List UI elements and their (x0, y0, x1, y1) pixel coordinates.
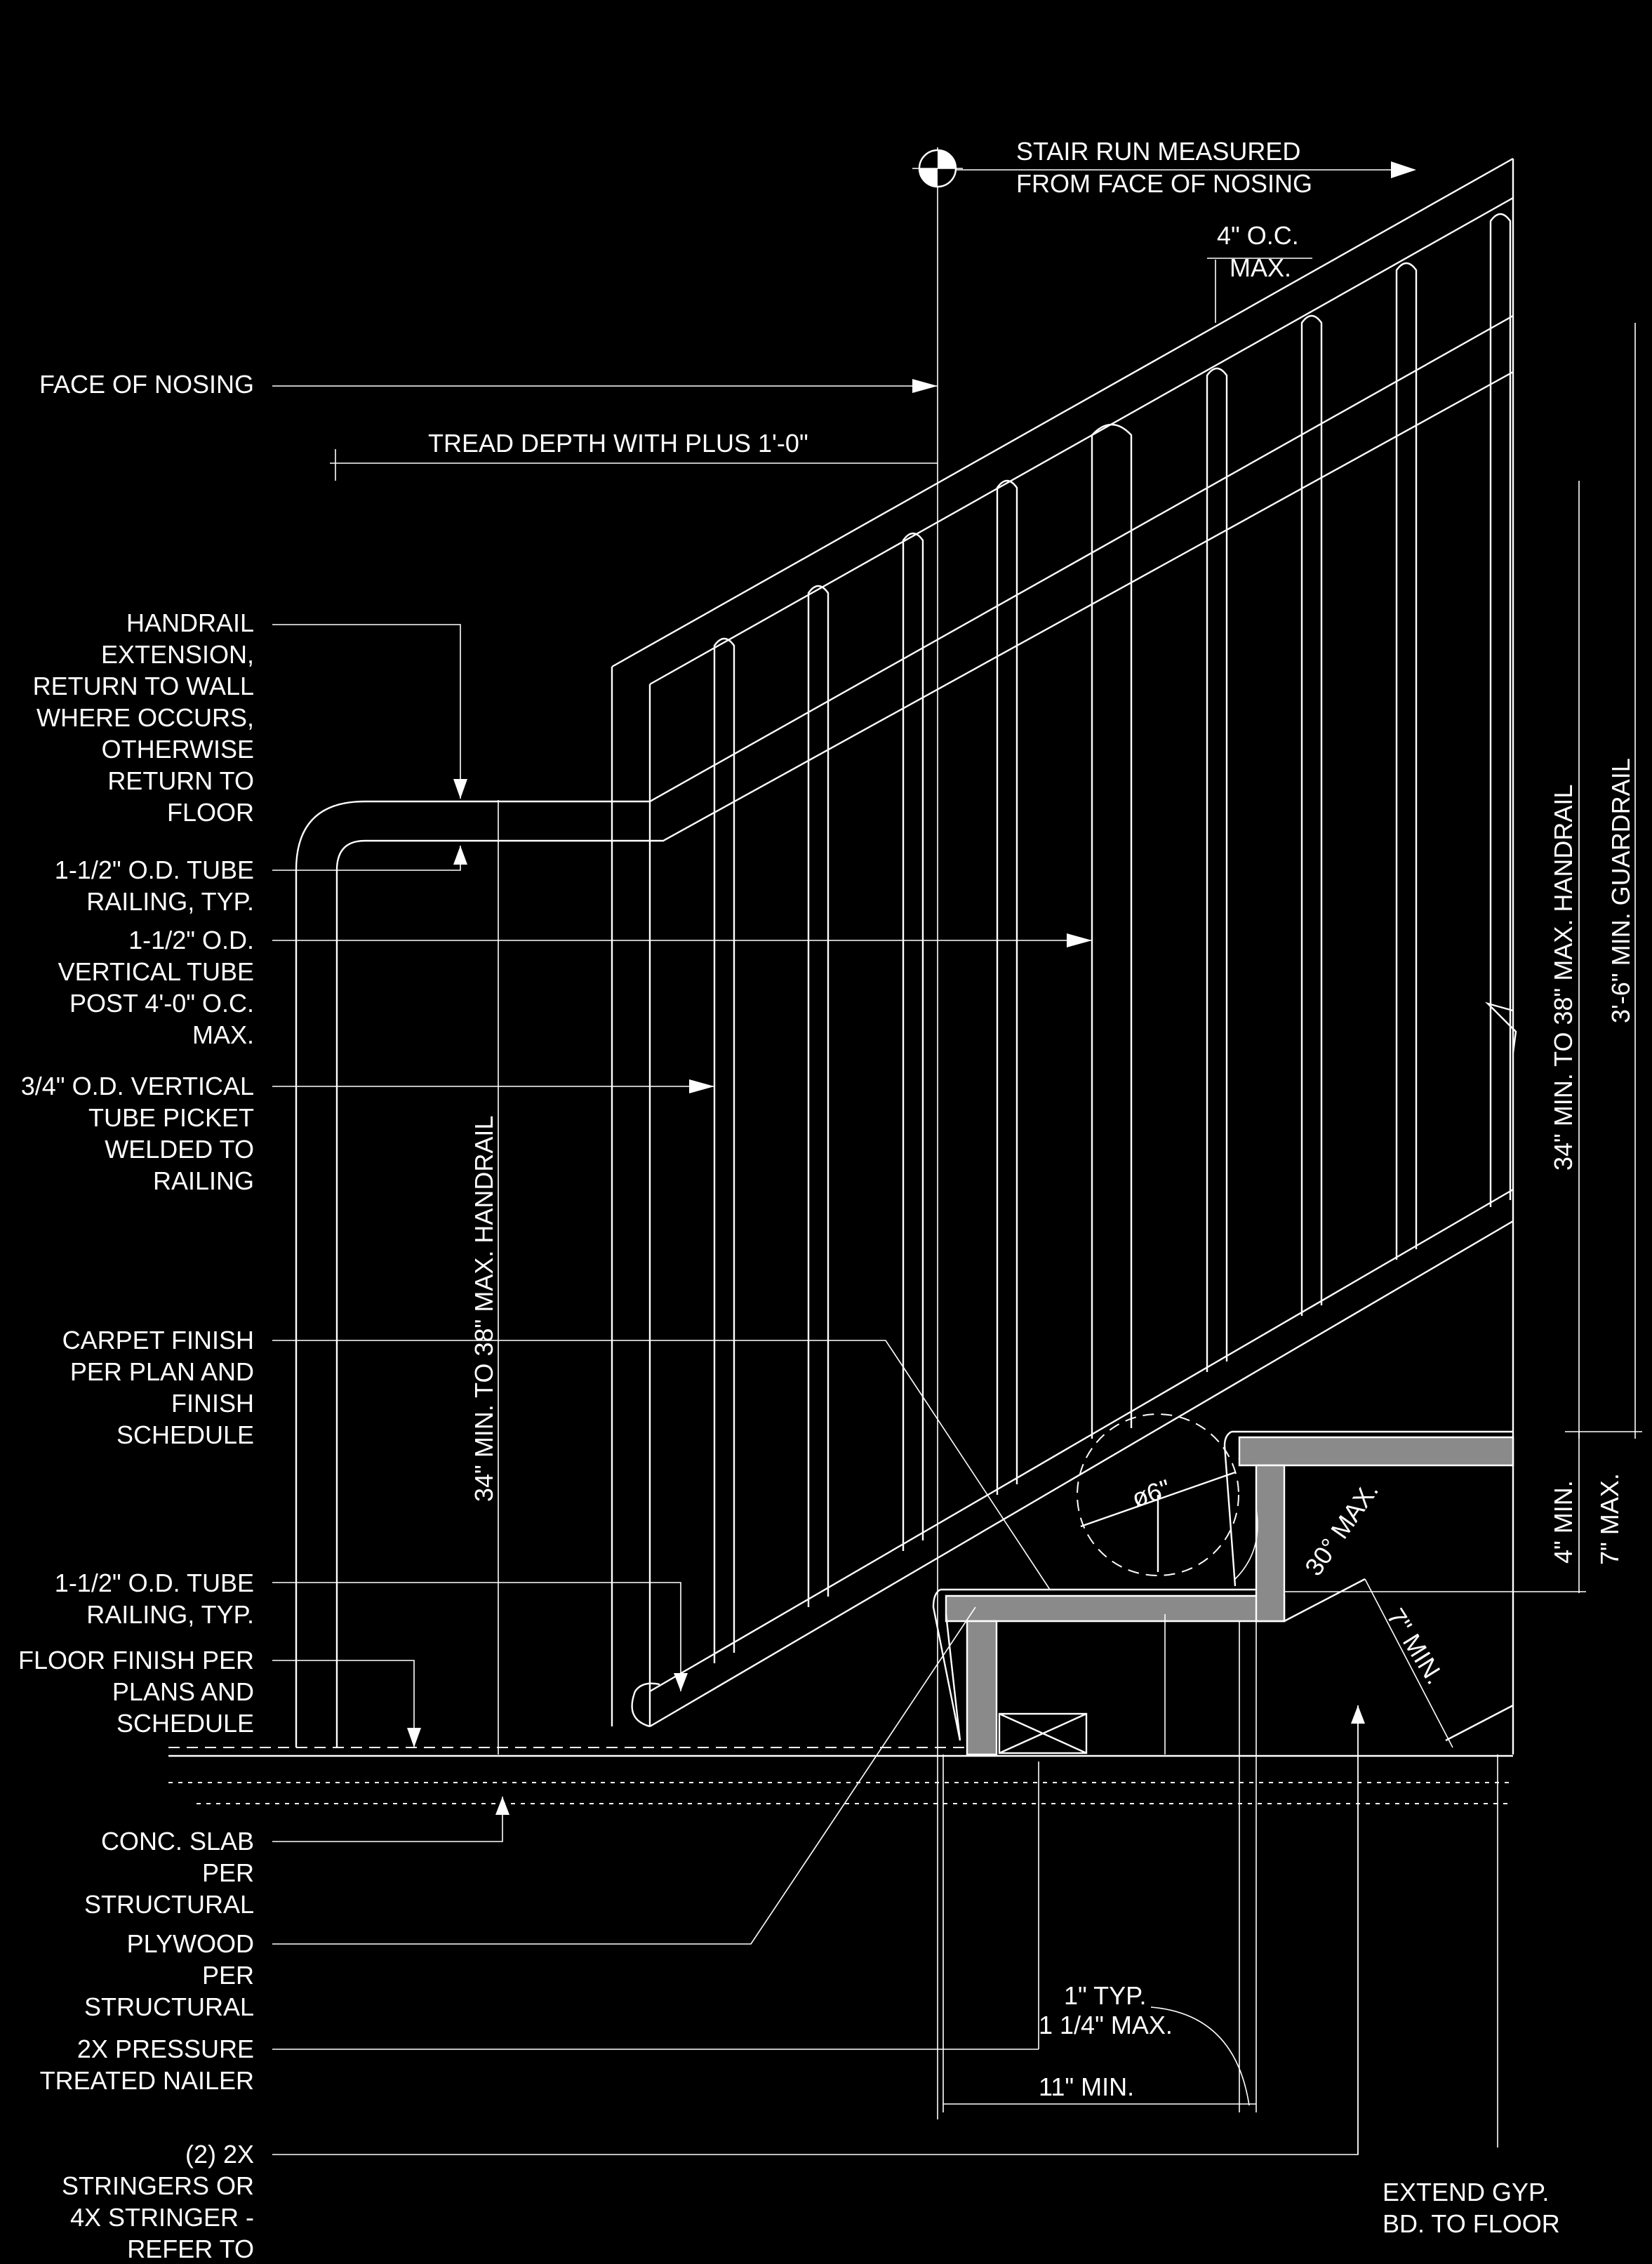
carpet-0: CARPET FINISH (62, 1326, 254, 1354)
handrail-ext-2: RETURN TO WALL (33, 672, 254, 700)
picket-2: WELDED TO (105, 1135, 254, 1164)
stair-treads (932, 1430, 1514, 1756)
conc-slab-2: STRUCTURAL (84, 1890, 254, 1919)
tube-railing-bottom-1: RAILING, TYP. (86, 1600, 254, 1629)
handrail (295, 314, 1514, 1747)
stair-run-line1: STAIR RUN MEASURED (1016, 137, 1300, 166)
vertical-post-1: VERTICAL TUBE (58, 957, 254, 986)
handrail-ext-4: OTHERWISE (102, 735, 254, 764)
nosing-typ: 1" TYP. (1064, 1981, 1147, 2010)
face-of-nosing-symbol (912, 149, 963, 188)
tube-railing-top-0: 1-1/2" O.D. TUBE (55, 855, 254, 884)
stringers-1: STRINGERS OR (62, 2171, 254, 2200)
stringers-2: 4X STRINGER - (70, 2203, 254, 2232)
stringers-3: REFER TO (127, 2235, 254, 2263)
handrail-height-left: 34" MIN. TO 38" MAX. HANDRAIL (469, 1116, 498, 1502)
plywood-0: PLYWOOD (127, 1929, 254, 1958)
riser-min: 4" MIN. (1549, 1480, 1578, 1564)
riser-max: 7" MAX. (1595, 1473, 1624, 1565)
nosing-max: 1 1/4" MAX. (1039, 2011, 1173, 2039)
floor-finish-2: SCHEDULE (116, 1709, 254, 1738)
picket-0: 3/4" O.D. VERTICAL (21, 1072, 254, 1100)
stair-run-line2: FROM FACE OF NOSING (1016, 169, 1312, 198)
nailer-1: TREATED NAILER (40, 2066, 254, 2095)
leader-lines (272, 624, 1365, 2155)
floor-finish-0: FLOOR FINISH PER (18, 1646, 254, 1674)
carpet-3: SCHEDULE (116, 1420, 254, 1449)
tube-railing-bottom-0: 1-1/2" O.D. TUBE (55, 1569, 254, 1597)
handrail-ext-5: RETURN TO (107, 766, 254, 795)
oc-line2: MAX. (1230, 253, 1291, 282)
dimension-lines (272, 147, 1642, 2155)
vertical-post-0: 1-1/2" O.D. (128, 926, 254, 954)
floor-finish-1: PLANS AND (112, 1677, 254, 1706)
angle-dim: 30° MAX. (1299, 1477, 1384, 1580)
stringers-0: (2) 2X (185, 2140, 254, 2169)
extend-gyp-0: EXTEND GYP. (1383, 2178, 1549, 2206)
carpet-1: PER PLAN AND (70, 1357, 254, 1386)
nailer-0: 2X PRESSURE (77, 2035, 254, 2063)
picket-1: TUBE PICKET (88, 1103, 254, 1132)
tread-depth-label: TREAD DEPTH WITH PLUS 1'-0" (428, 429, 808, 458)
left-callouts: HANDRAIL EXTENSION, RETURN TO WALL WHERE… (18, 608, 254, 2263)
oc-line1: 4" O.C. (1217, 221, 1299, 250)
conc-slab-0: CONC. SLAB (101, 1827, 254, 1856)
guardrail-frame (611, 157, 1514, 1754)
guardrail-height: 3'-6" MIN. GUARDRAIL (1606, 758, 1635, 1023)
handrail-ext-3: WHERE OCCURS, (36, 703, 254, 732)
face-of-nosing-label: FACE OF NOSING (39, 370, 254, 399)
carpet-2: FINISH (171, 1389, 254, 1418)
conc-slab-1: PER (202, 1858, 254, 1887)
pickets (631, 213, 1512, 1728)
handrail-ext-0: HANDRAIL (126, 608, 254, 637)
vertical-post-3: MAX. (192, 1020, 254, 1049)
handrail-ext-6: FLOOR (167, 798, 254, 827)
sphere-dim: ø6" (1128, 1474, 1174, 1513)
picket-3: RAILING (153, 1166, 254, 1195)
tread-min: 11" MIN. (1039, 2072, 1134, 2101)
sphere-test (1077, 1413, 1239, 1576)
vertical-post-2: POST 4'-0" O.C. (69, 989, 254, 1018)
plywood-2: STRUCTURAL (84, 1992, 254, 2021)
tube-railing-top-1: RAILING, TYP. (86, 887, 254, 916)
floor-slab (168, 1747, 1513, 1804)
extend-gyp-1: BD. TO FLOOR (1383, 2209, 1560, 2238)
handrail-ext-1: EXTENSION, (101, 640, 254, 669)
handrail-height-right: 34" MIN. TO 38" MAX. HANDRAIL (1549, 785, 1578, 1171)
plywood-1: PER (202, 1961, 254, 1990)
